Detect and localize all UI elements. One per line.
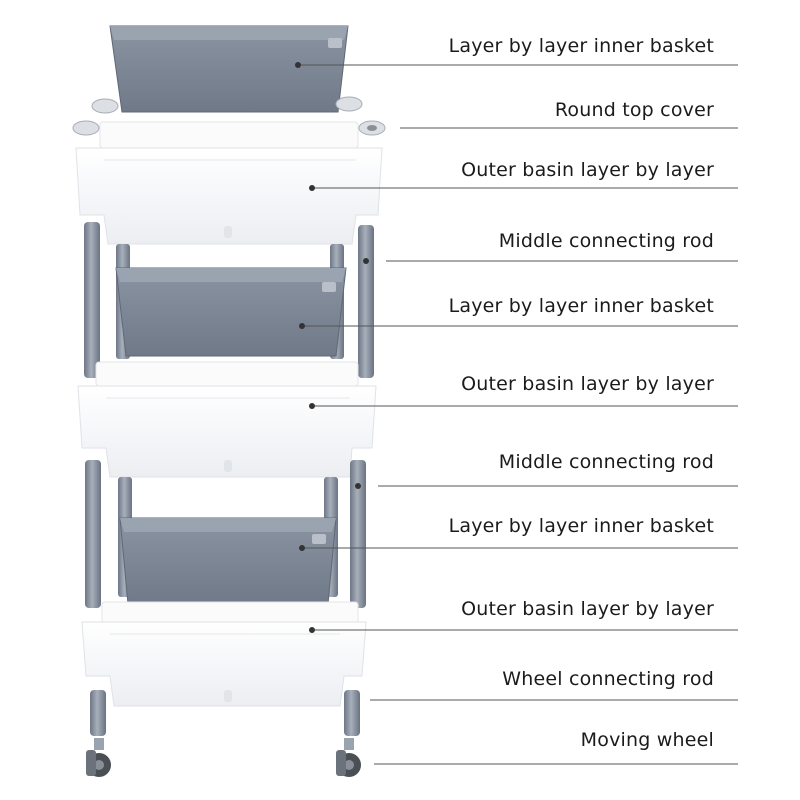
label-outer-basin-1: Outer basin layer by layer	[461, 159, 714, 181]
label-inner-basket-3: Layer by layer inner basket	[448, 515, 714, 537]
label-inner-basket-1: Layer by layer inner basket	[448, 35, 714, 57]
label-middle-rod-2: Middle connecting rod	[498, 451, 714, 473]
label-round-top-cover: Round top cover	[554, 99, 714, 121]
label-middle-rod-1: Middle connecting rod	[498, 230, 714, 252]
leader-lines	[298, 64, 738, 765]
outer-basin-middle	[77, 361, 377, 478]
inner-basket-middle	[115, 267, 347, 357]
round-top-covers	[72, 96, 386, 136]
label-outer-basin-3: Outer basin layer by layer	[461, 598, 714, 620]
inner-basket-bottom	[119, 517, 337, 605]
label-inner-basket-2: Layer by layer inner basket	[448, 295, 714, 317]
label-moving-wheel: Moving wheel	[580, 729, 714, 751]
label-outer-basin-2: Outer basin layer by layer	[461, 373, 714, 395]
label-wheel-rod: Wheel connecting rod	[502, 668, 714, 690]
inner-basket-top	[109, 25, 349, 113]
moving-wheels	[86, 738, 361, 777]
outer-basin-top	[75, 121, 383, 245]
wheel-rods	[90, 690, 360, 736]
leader-dots	[295, 62, 369, 633]
outer-basin-bottom	[81, 601, 367, 707]
